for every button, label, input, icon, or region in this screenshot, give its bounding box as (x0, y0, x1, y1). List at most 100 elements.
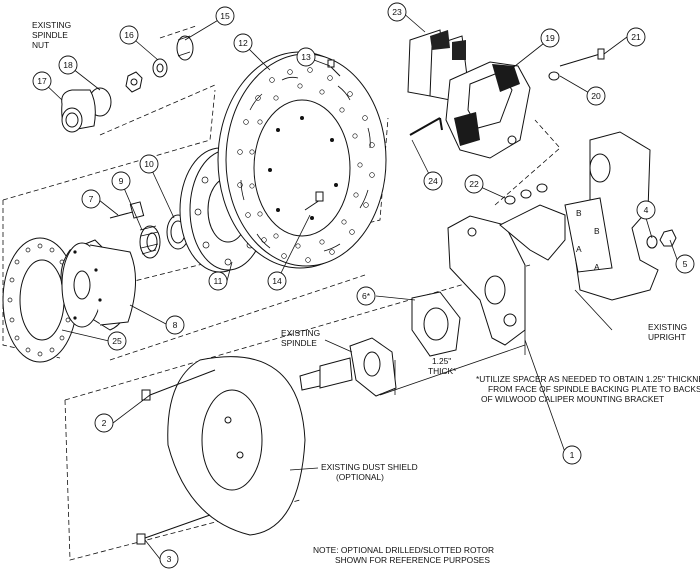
callout-16: 16 (119, 25, 139, 45)
svg-text:SPINDLE: SPINDLE (32, 30, 68, 40)
spacer-note: *UTILIZE SPACER AS NEEDED TO OBTAIN 1.25… (476, 374, 700, 404)
svg-text:NOTE: OPTIONAL DRILLED/SLOTTED: NOTE: OPTIONAL DRILLED/SLOTTED ROTOR (313, 545, 494, 555)
svg-text:(OPTIONAL): (OPTIONAL) (336, 472, 384, 482)
callout-5: 5 (675, 254, 695, 274)
callout-19: 19 (540, 28, 560, 48)
svg-text:*UTILIZE SPACER AS NEEDED TO O: *UTILIZE SPACER AS NEEDED TO OBTAIN 1.25… (476, 374, 700, 384)
svg-text:EXISTING: EXISTING (648, 322, 687, 332)
existing-upright (499, 131, 659, 301)
svg-text:20: 20 (591, 91, 601, 101)
svg-text:18: 18 (63, 60, 73, 70)
nut-5 (659, 229, 677, 247)
svg-text:EXISTING: EXISTING (32, 20, 71, 30)
rotor-bolt-13 (327, 59, 341, 77)
callout-1: 1 (562, 445, 582, 465)
callout-24: 24 (423, 171, 443, 191)
svg-text:14: 14 (272, 276, 282, 286)
svg-text:B: B (576, 208, 582, 218)
rotor-bolt-14 (304, 191, 324, 211)
svg-text:UPRIGHT: UPRIGHT (648, 332, 686, 342)
label-existing-upright: EXISTING UPRIGHT (648, 322, 687, 342)
svg-text:13: 13 (301, 52, 311, 62)
svg-text:16: 16 (124, 30, 134, 40)
callouts: 1 2 3 4 5 6* 7 8 9 10 11 12 13 14 15 16 … (32, 2, 695, 569)
svg-text:25: 25 (112, 336, 122, 346)
svg-text:15: 15 (220, 11, 230, 21)
svg-text:A: A (594, 262, 600, 272)
svg-text:B: B (594, 226, 600, 236)
label-thickness: 1.25" THICK* (428, 356, 457, 376)
wilwood-caliper (445, 61, 531, 159)
callout-23: 23 (387, 2, 407, 22)
drilled-slotted-rotor (217, 51, 387, 269)
inner-bearing (139, 225, 161, 259)
callout-13: 13 (296, 47, 316, 67)
svg-text:NUT: NUT (32, 40, 49, 50)
svg-text:4: 4 (644, 205, 649, 215)
callout-15: 15 (215, 6, 235, 26)
svg-text:EXISTING: EXISTING (281, 328, 320, 338)
svg-text:1.25": 1.25" (432, 356, 451, 366)
svg-text:6*: 6* (362, 291, 371, 301)
callout-14: 14 (267, 271, 287, 291)
svg-text:22: 22 (469, 179, 479, 189)
hub (60, 239, 137, 331)
callout-12: 12 (233, 33, 253, 53)
caliper-bolt (559, 48, 605, 67)
svg-text:10: 10 (144, 159, 154, 169)
svg-text:19: 19 (545, 33, 555, 43)
svg-text:11: 11 (214, 276, 223, 286)
svg-text:THICK*: THICK* (428, 366, 457, 376)
caliper-bracket (447, 215, 526, 346)
callout-6: 6* (356, 286, 376, 306)
callout-21: 21 (626, 27, 646, 47)
washer-4 (646, 235, 658, 249)
svg-text:SHOWN FOR REFERENCE PURPOSES: SHOWN FOR REFERENCE PURPOSES (335, 555, 490, 565)
bracket-spacer (411, 291, 461, 357)
shims-22 (504, 183, 548, 205)
callout-8: 8 (165, 315, 185, 335)
dust-cap (61, 89, 96, 133)
outer-bearing (176, 35, 194, 61)
svg-text:7: 7 (89, 194, 94, 204)
label-existing-spindle-nut: EXISTING SPINDLE NUT (32, 20, 71, 50)
rotor-note: NOTE: OPTIONAL DRILLED/SLOTTED ROTOR SHO… (313, 545, 494, 565)
svg-text:5: 5 (683, 259, 688, 269)
svg-text:23: 23 (392, 7, 402, 17)
svg-text:17: 17 (37, 76, 47, 86)
wheel-stud (109, 201, 145, 219)
leader-lines (41, 11, 679, 560)
callout-22: 22 (464, 174, 484, 194)
svg-text:8: 8 (173, 320, 178, 330)
svg-text:9: 9 (119, 176, 124, 186)
svg-text:SPINDLE: SPINDLE (281, 338, 317, 348)
svg-text:EXISTING DUST SHIELD: EXISTING DUST SHIELD (321, 462, 418, 472)
upright-markings: B B A A (576, 208, 600, 272)
label-existing-spindle: EXISTING SPINDLE (281, 328, 320, 348)
svg-text:1: 1 (570, 450, 575, 460)
svg-text:12: 12 (238, 38, 248, 48)
bleed-pin (409, 117, 443, 136)
callout-7: 7 (81, 189, 101, 209)
callout-2: 2 (94, 413, 114, 433)
svg-text:FROM FACE OF SPINDLE BACKING P: FROM FACE OF SPINDLE BACKING PLATE TO BA… (488, 384, 700, 394)
svg-text:21: 21 (631, 32, 641, 42)
callout-3: 3 (159, 549, 179, 569)
callout-11: 11 (208, 271, 228, 291)
spindle-nut (125, 71, 143, 93)
callout-20: 20 (586, 86, 606, 106)
callout-18: 18 (58, 55, 78, 75)
svg-text:OF WILWOOD CALIPER MOUNTING BR: OF WILWOOD CALIPER MOUNTING BRACKET (481, 394, 664, 404)
svg-text:A: A (576, 244, 582, 254)
svg-text:2: 2 (102, 418, 107, 428)
washer (152, 58, 168, 78)
callout-25: 25 (107, 331, 127, 351)
callout-10: 10 (139, 154, 159, 174)
assembly-guide-lines (2, 25, 561, 561)
existing-spindle (299, 337, 397, 397)
svg-text:24: 24 (428, 176, 438, 186)
callout-17: 17 (32, 71, 52, 91)
label-dust-shield: EXISTING DUST SHIELD (OPTIONAL) (321, 462, 418, 482)
